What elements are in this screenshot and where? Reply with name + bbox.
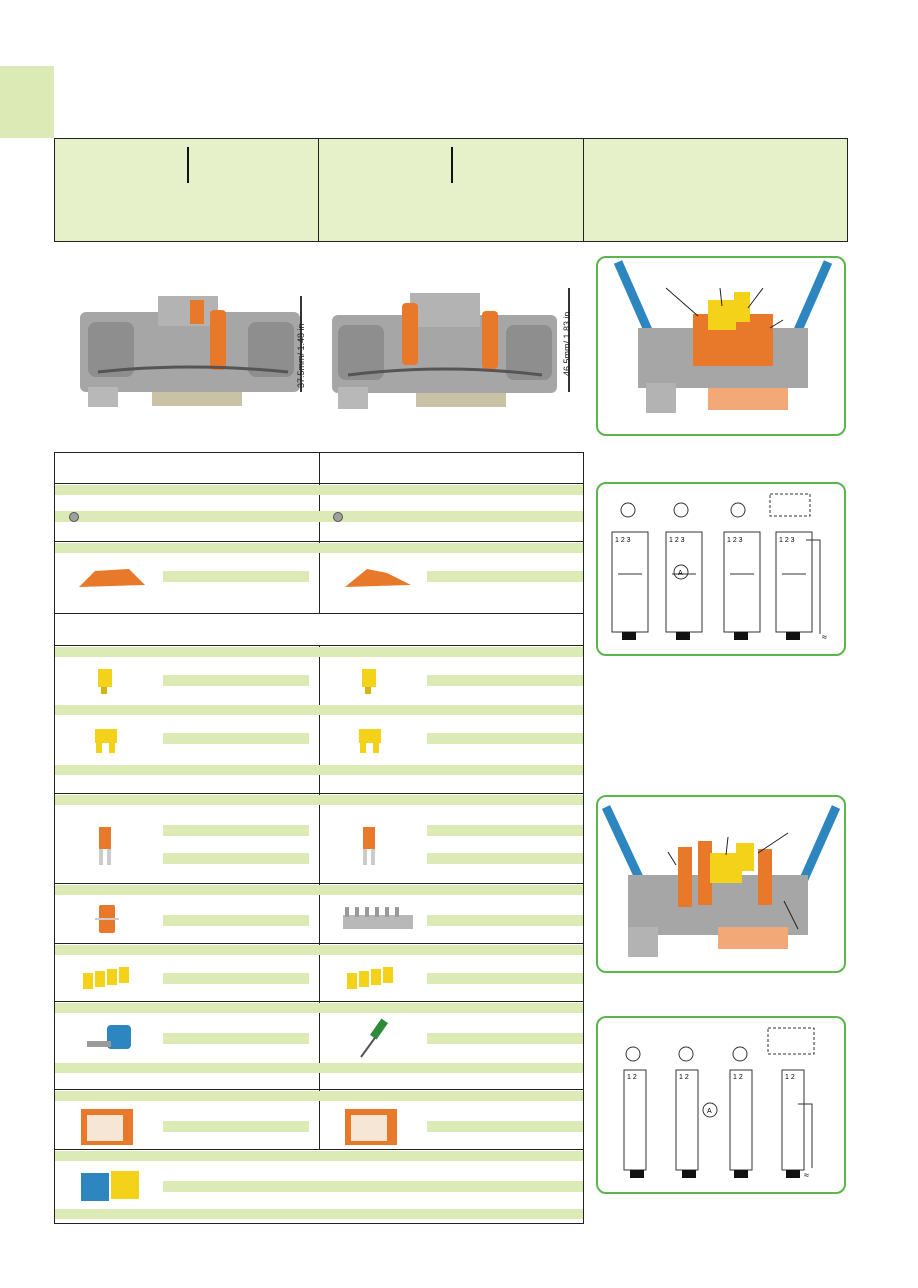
schematic-frame-2: 1 2 1 2 1 2 1 2 A ≈ (596, 1016, 846, 1194)
marker-card-multicolor (81, 1171, 139, 1201)
row-band (55, 1063, 583, 1073)
row-band (427, 973, 583, 984)
header-cell-1 (55, 139, 320, 241)
row-band (163, 1033, 309, 1044)
marker-strip-icon (343, 907, 413, 929)
row-band (163, 675, 309, 686)
row-band (55, 485, 583, 495)
row-band (163, 915, 309, 926)
row-band (427, 1033, 583, 1044)
row-band (427, 853, 583, 864)
header-table (54, 138, 848, 242)
marker-yellow-strip (347, 967, 393, 989)
row-band (427, 733, 583, 744)
marker-yellow-strip (83, 967, 129, 989)
row-band (55, 543, 583, 553)
jumper-orange-comb (363, 827, 375, 865)
end-plate-left (79, 569, 145, 587)
row-divider (55, 943, 583, 944)
row-divider (55, 1089, 583, 1090)
row-divider (55, 793, 583, 794)
column-divider (319, 453, 320, 613)
schematic-frame-1: 1 2 3 1 2 3 1 2 3 1 2 3 A ≈ (596, 482, 846, 656)
row-band (427, 1121, 583, 1132)
row-band (55, 705, 583, 715)
accessories-table (54, 452, 584, 1224)
product-photo-left (80, 296, 300, 407)
row-divider (55, 483, 583, 484)
row-band (427, 675, 583, 686)
circle-icon (69, 512, 79, 522)
row-band (163, 973, 309, 984)
row-band (55, 511, 583, 522)
schematic-col-labels: 1 2 3 (727, 537, 743, 544)
schematic-col-labels: 1 2 3 (669, 537, 685, 544)
row-divider (55, 1149, 583, 1150)
info-sheet-orange (345, 1109, 397, 1145)
schematic-col-labels: 1 2 3 (779, 537, 795, 544)
header-cell-3 (584, 139, 847, 241)
row-band (427, 915, 583, 926)
row-band (55, 647, 583, 657)
illustration-frame-1 (596, 256, 846, 436)
jumper-yellow-double (359, 729, 381, 753)
jumper-yellow-single (362, 669, 376, 694)
info-sheet-orange (81, 1109, 133, 1145)
ammeter-label: A (707, 1108, 712, 1115)
column-divider (319, 645, 320, 975)
row-divider (55, 613, 583, 614)
jumper-orange-comb (99, 827, 111, 865)
row-band (163, 825, 309, 836)
row-band (55, 1151, 583, 1161)
test-plug-orange (95, 905, 119, 933)
section-tab (0, 66, 54, 138)
terminal-illustration-2 (601, 805, 841, 957)
row-divider (55, 1001, 583, 1002)
row-band (163, 853, 309, 864)
circle-icon (333, 512, 343, 522)
dim-line-right (568, 288, 570, 392)
column-divider (319, 975, 320, 1149)
ammeter-label: A (678, 570, 683, 577)
row-band (163, 571, 309, 582)
jumper-yellow-double (95, 729, 117, 753)
row-band (427, 571, 583, 582)
row-band (55, 765, 583, 775)
schematic-col-labels: 1 2 (785, 1074, 795, 1081)
schematic-col-labels: 1 2 (679, 1074, 689, 1081)
ac-symbol: ≈ (804, 1170, 809, 1180)
schematic-1: 1 2 3 1 2 3 1 2 3 1 2 3 A ≈ (611, 493, 827, 642)
schematic-2: 1 2 1 2 1 2 1 2 A ≈ (623, 1027, 815, 1180)
jumper-yellow-single (98, 669, 112, 694)
row-band (55, 1091, 583, 1101)
schematic-col-labels: 1 2 (733, 1074, 743, 1081)
row-band (55, 795, 583, 805)
schematic-col-labels: 1 2 3 (615, 537, 631, 544)
row-band (55, 1003, 583, 1013)
header-cell-2 (319, 139, 584, 241)
screwdriver-icon (360, 1018, 389, 1058)
schematic-col-labels: 1 2 (627, 1074, 637, 1081)
illustration-frame-2 (596, 795, 846, 973)
row-band (163, 1181, 583, 1192)
row-divider (55, 541, 583, 542)
product-photo-right (332, 293, 557, 409)
dim-label-left: 37.5mm/ 1.48 in (296, 323, 306, 388)
end-plate-right (345, 569, 411, 587)
dim-label-right: 46.5mm/ 1.83 in (562, 311, 572, 376)
row-band (55, 885, 583, 895)
ac-symbol: ≈ (822, 632, 827, 642)
dim-line-left (300, 296, 302, 392)
terminal-illustration-1 (613, 260, 833, 413)
row-band (55, 945, 583, 955)
row-band (163, 733, 309, 744)
header-tick (451, 147, 454, 183)
test-plug-blue (87, 1025, 131, 1049)
row-divider (55, 883, 583, 884)
row-band (163, 1121, 309, 1132)
row-band (55, 1209, 583, 1219)
header-tick (187, 147, 189, 183)
row-band (427, 825, 583, 836)
